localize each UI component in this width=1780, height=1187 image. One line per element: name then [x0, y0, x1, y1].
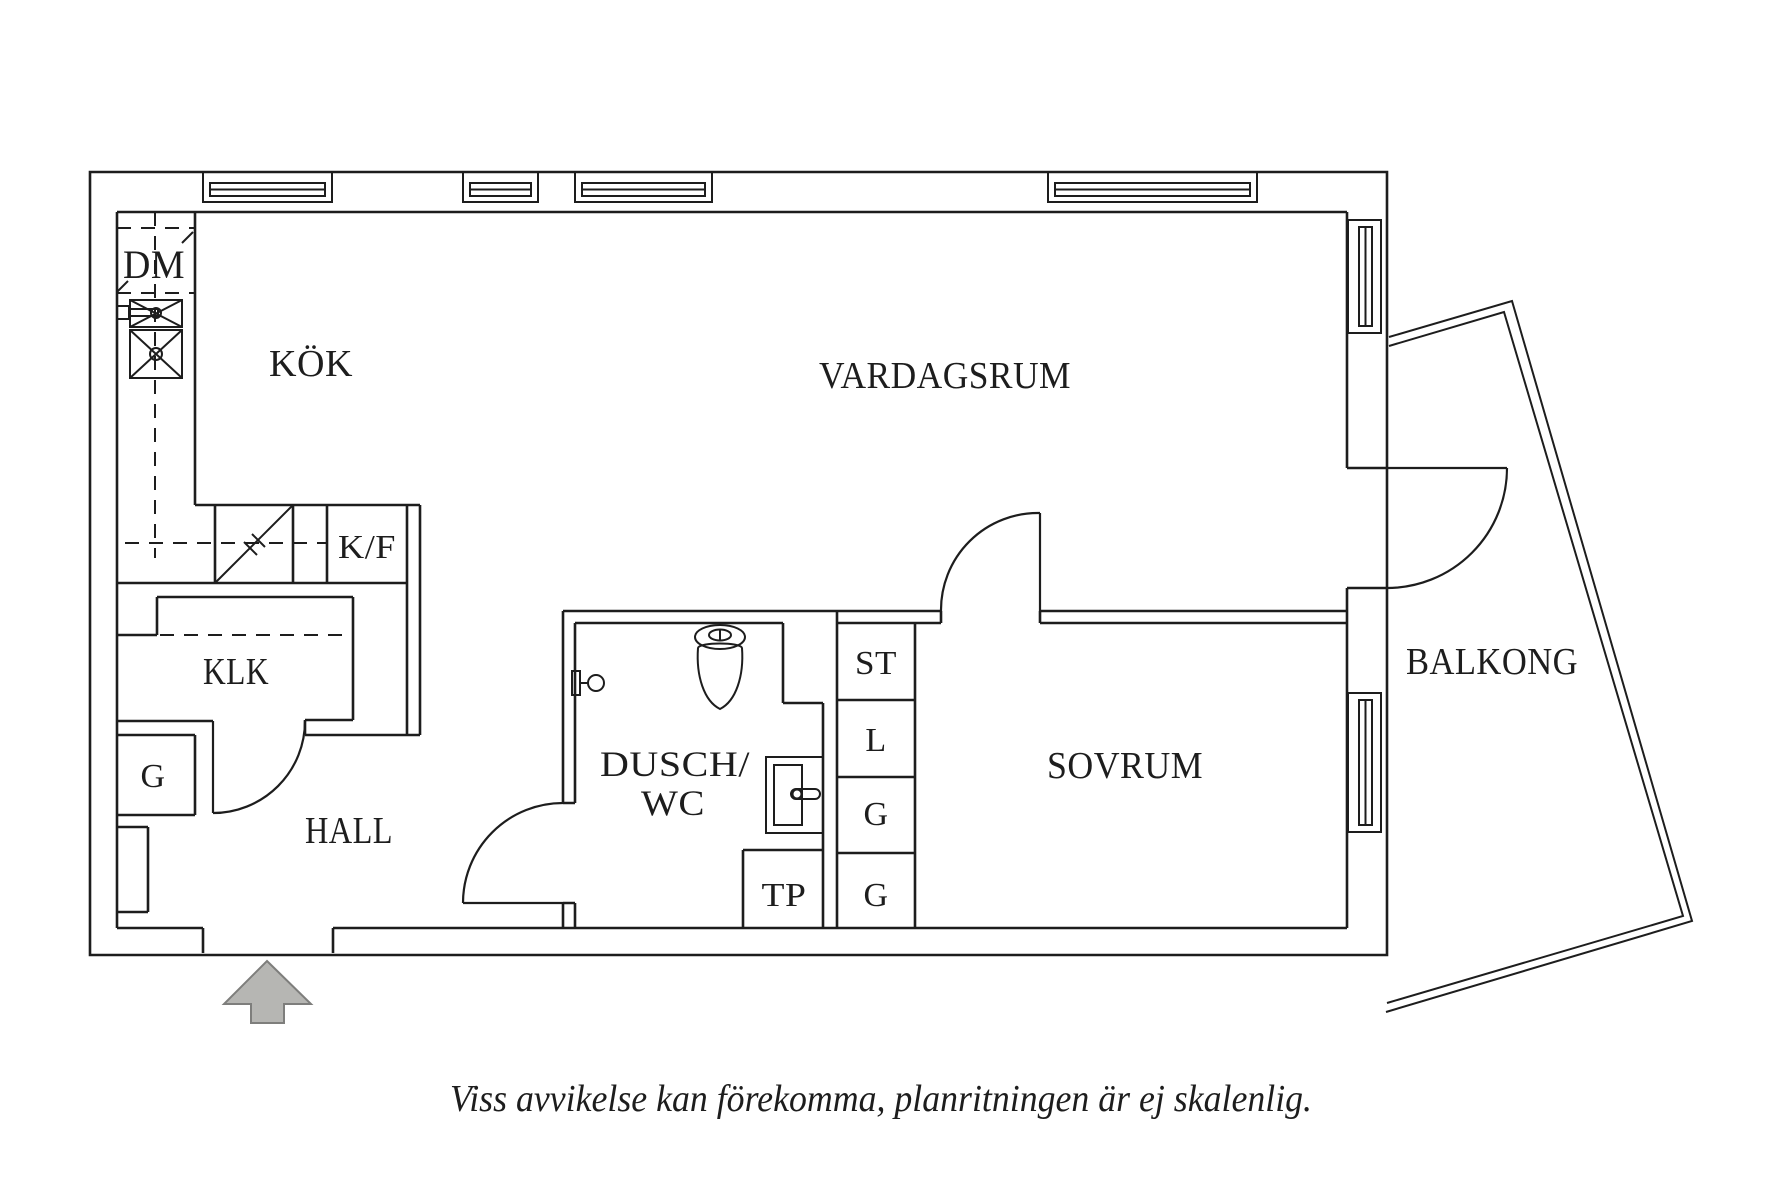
label-kf: K/F — [338, 529, 396, 566]
kitchen-fixtures — [116, 212, 350, 636]
kitchen-sink-icon — [116, 299, 183, 379]
bathroom-door-icon — [461, 801, 564, 905]
label-g1: G — [863, 796, 888, 833]
windows — [202, 171, 1382, 833]
label-kok: KÖK — [269, 343, 353, 385]
stove-icon — [214, 504, 294, 584]
label-g2: G — [863, 877, 888, 914]
room-labels: DM KÖK VARDAGSRUM K/F KLK G HALL DUSCH/ … — [123, 242, 1578, 914]
label-hall: HALL — [305, 810, 393, 852]
klk-door-icon — [211, 720, 307, 815]
doors — [211, 466, 1509, 905]
label-dusch-wc-line2: WC — [641, 783, 705, 823]
label-g-hall: G — [140, 758, 165, 795]
toilet-icon — [694, 624, 746, 711]
label-dm: DM — [123, 242, 185, 287]
label-balkong: BALKONG — [1406, 641, 1578, 683]
bathroom-fixtures — [571, 624, 824, 834]
label-tp: TP — [762, 877, 807, 914]
disclaimer-text: Viss avvikelse kan förekomma, planritnin… — [450, 1078, 1312, 1120]
window-icon — [462, 171, 539, 203]
window-icon — [574, 171, 713, 203]
balcony-door-icon — [1386, 466, 1509, 590]
dishwasher-swing-ticks — [116, 231, 194, 293]
window-icon — [202, 171, 333, 203]
label-l: L — [865, 722, 886, 759]
label-vardagsrum: VARDAGSRUM — [819, 355, 1071, 397]
label-st: ST — [855, 645, 897, 682]
entrance-arrow-icon — [221, 959, 314, 1024]
shower-icon — [571, 670, 605, 696]
exterior-walls — [88, 170, 1389, 957]
label-sovrum: SOVRUM — [1047, 745, 1203, 787]
washbasin-icon — [765, 756, 824, 834]
window-icon — [1347, 692, 1382, 833]
window-icon — [1047, 171, 1258, 203]
label-klk: KLK — [203, 651, 269, 693]
window-icon — [1347, 219, 1382, 334]
interior-walls — [117, 212, 1347, 928]
bedroom-door-icon — [939, 511, 1042, 612]
label-dusch-wc-line1: DUSCH/ — [600, 744, 750, 784]
balcony-outline — [1385, 299, 1694, 1013]
